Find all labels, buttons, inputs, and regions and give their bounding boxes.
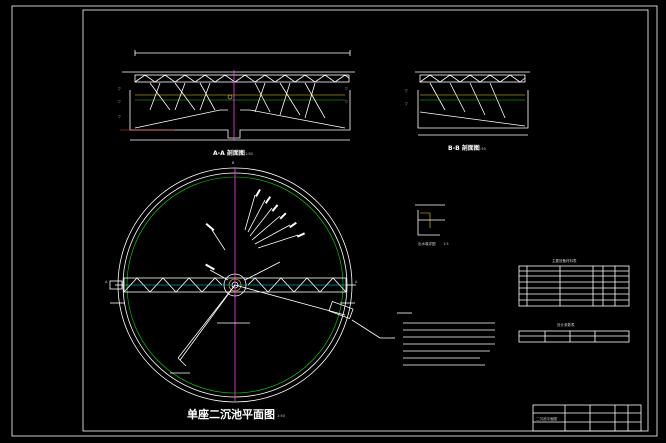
parameter-table [518,330,630,343]
plan-view-drawing: A A B [105,161,395,403]
svg-text:▽: ▽ [345,100,348,104]
svg-text:▽: ▽ [118,115,121,119]
section-bb-title: B-B 剖面图 [448,144,480,152]
plan-title: 单座二沉池平面图 [187,407,275,421]
svg-text:▽: ▽ [345,87,348,91]
weir-detail-title: 出水堰详图 [418,241,436,246]
parameter-table-title: 设计参数表 [557,322,575,327]
weir-detail-drawing [415,204,445,236]
section-bb-scale: 1:50 [478,147,486,151]
inner-frame [82,9,649,432]
plan-scale: 1:50 [277,414,285,418]
equipment-table [518,265,630,307]
svg-text:▽: ▽ [405,89,408,93]
plan-section-mark-b: B [232,161,235,165]
svg-text:▽: ▽ [405,102,408,106]
section-aa-scale: 1:50 [245,152,253,156]
section-bb-drawing: ▽ ▽ [405,71,530,136]
svg-text:▽: ▽ [118,87,121,91]
title-block [532,404,642,432]
equipment-table-title: 主要设备材料表 [552,258,577,263]
section-aa-drawing: ▽ ▽ ▽ ▽ ▽ [118,50,355,141]
svg-text:▽: ▽ [118,100,121,104]
outer-frame [11,5,658,437]
design-notes [397,312,495,366]
section-aa-title: A-A 剖面图 [213,149,245,157]
svg-text:A: A [355,280,358,284]
title-block-name: 二沉池平面图 [536,416,557,421]
weir-detail-scale: 1:5 [443,242,449,246]
plan-section-mark-a: A [105,280,108,284]
